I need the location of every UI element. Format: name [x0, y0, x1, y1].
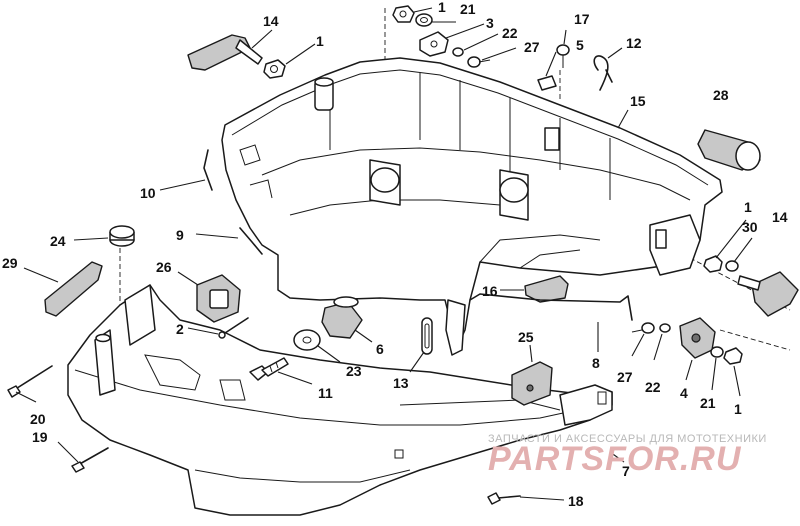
callout-4: 4: [680, 385, 688, 401]
part-18-bolt: [487, 492, 521, 505]
part-17-screw: [556, 44, 570, 68]
part-1-nut-top-left: [263, 59, 286, 79]
part-20-bolt: [7, 365, 53, 398]
part-28-sleeve: [697, 129, 761, 171]
part-14-handle-left: [187, 34, 263, 71]
part-9-seal-strip: [239, 227, 263, 255]
part-11-stud: [249, 357, 289, 381]
part-1-nut-lower-right: [723, 347, 743, 365]
callout-1-lower-right: 1: [734, 401, 742, 417]
callout-19: 19: [32, 429, 48, 445]
callout-16: 16: [482, 283, 498, 299]
callout-1-top-left: 1: [316, 33, 324, 49]
callout-22-lower: 22: [645, 379, 661, 395]
callout-3: 3: [486, 15, 494, 31]
part-22-washer: [452, 47, 464, 57]
callout-30: 30: [742, 219, 758, 235]
part-16-latch-lever: [524, 275, 569, 303]
watermark-caption: ЗАПЧАСТИ И АКСЕССУАРЫ ДЛЯ МОТОТЕХНИКИ: [488, 433, 767, 445]
part-22-washer-lower: [659, 323, 671, 333]
part-21-washer-top: [415, 13, 433, 27]
callout-23: 23: [346, 363, 362, 379]
callout-24: 24: [50, 233, 66, 249]
part-13-link-bar: [421, 317, 433, 355]
part-27-screw-top: [467, 56, 491, 68]
upper-cover-pan: [221, 57, 723, 356]
callout-21-lower: 21: [700, 395, 716, 411]
part-3-bracket: [419, 31, 449, 57]
leader-lines: [15, 7, 753, 501]
callout-10: 10: [140, 185, 156, 201]
part-19-bolt: [71, 447, 109, 473]
callout-15: 15: [630, 93, 646, 109]
callout-7: 7: [622, 463, 630, 479]
callout-22-top: 22: [502, 25, 518, 41]
callout-8: 8: [592, 355, 600, 371]
part-23-grommet-washer: [293, 329, 321, 351]
part-1-nut-top: [392, 5, 415, 23]
callout-5: 5: [576, 37, 584, 53]
part-14-handle-right: [737, 271, 799, 317]
callout-20: 20: [30, 411, 46, 427]
callout-29: 29: [2, 255, 18, 271]
callout-28: 28: [713, 87, 729, 103]
part-21-washer-lower: [710, 346, 724, 358]
callout-1-right: 1: [744, 199, 752, 215]
part-29-trim-strip: [44, 261, 103, 317]
callout-1-top: 1: [438, 0, 446, 15]
part-10-seal-strip: [203, 149, 213, 191]
watermark-logo: PARTSFOR.RU: [488, 440, 742, 478]
callout-17: 17: [574, 11, 590, 27]
part-2-pin: [218, 317, 249, 339]
callout-21-top: 21: [460, 1, 476, 17]
part-26-rubber-grommet: [196, 274, 241, 323]
part-27-screw-lower: [631, 322, 655, 334]
part-24-grommet: [109, 225, 135, 247]
part-8-latch-rod: [469, 293, 633, 321]
watermark: ЗАПЧАСТИ И АКСЕССУАРЫ ДЛЯ МОТОТЕХНИКИ PA…: [488, 433, 767, 478]
part-1-nut-right: [703, 255, 723, 273]
callout-25: 25: [518, 329, 534, 345]
part-12-spring-clip: [593, 55, 613, 91]
part-4-latch-bracket: [679, 317, 716, 359]
callout-27-top: 27: [524, 39, 540, 55]
part-25-block: [511, 361, 553, 406]
callout-11: 11: [318, 385, 333, 401]
callout-9: 9: [176, 227, 184, 243]
callout-2: 2: [176, 321, 184, 337]
callout-labels: 14 1 1 21 3 22 27 17 5 12 28 15 10 9 24 …: [2, 0, 788, 509]
callout-13: 13: [393, 375, 409, 391]
part-5-clip: [537, 75, 557, 91]
callout-6: 6: [376, 341, 384, 357]
callout-12: 12: [626, 35, 642, 51]
lower-cover: [67, 284, 613, 516]
callout-14-top-left: 14: [263, 13, 279, 29]
part-6-plug: [321, 296, 363, 339]
callout-18: 18: [568, 493, 584, 509]
callout-26: 26: [156, 259, 172, 275]
part-30-washer: [725, 260, 739, 272]
callout-14-right: 14: [772, 209, 788, 225]
callout-27-lower: 27: [617, 369, 633, 385]
